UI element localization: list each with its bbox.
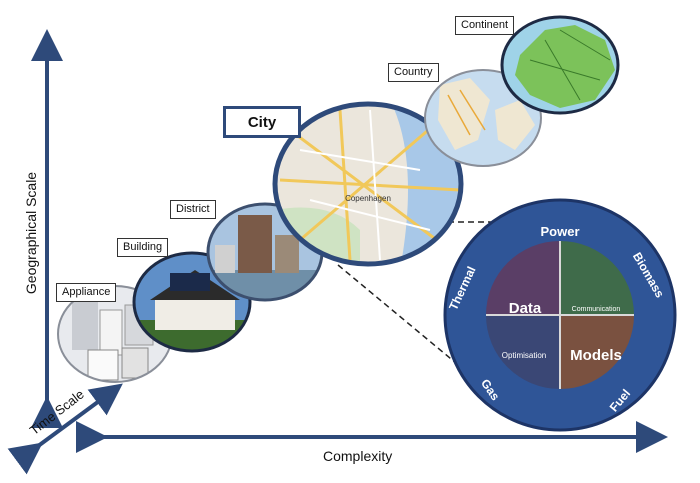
label-city: City bbox=[223, 106, 301, 138]
continent-circle bbox=[500, 15, 620, 115]
label-continent: Continent bbox=[455, 16, 515, 35]
diagonal-axis bbox=[7, 383, 123, 475]
axis-label-complexity: Complexity bbox=[323, 448, 393, 464]
label-building: Building bbox=[117, 238, 169, 257]
quadrant-data bbox=[486, 241, 560, 315]
axis-label-geographical-scale: Geographical Scale bbox=[23, 171, 39, 295]
map-label: Copenhagen bbox=[345, 194, 391, 203]
label-appliance: Appliance bbox=[56, 283, 117, 302]
quadrant-label-optimisation: Optimisation bbox=[502, 351, 546, 360]
city-circle bbox=[272, 101, 464, 267]
quadrant-label-communication: Communication bbox=[572, 306, 621, 313]
quadrant-label-data: Data bbox=[509, 300, 542, 317]
quadrant-communication bbox=[560, 241, 634, 315]
label-country: Country bbox=[388, 63, 439, 82]
energy-wheel bbox=[443, 198, 677, 432]
quadrant-models bbox=[560, 315, 634, 389]
continent-map-image bbox=[502, 17, 618, 113]
country-circle bbox=[424, 69, 542, 167]
building-circle bbox=[132, 251, 252, 353]
ring-label-power: Power bbox=[540, 224, 579, 239]
label-district: District bbox=[170, 200, 216, 219]
quadrant-optimisation bbox=[486, 315, 560, 389]
quadrant-label-models: Models bbox=[570, 347, 622, 364]
appliance-image bbox=[58, 286, 172, 382]
